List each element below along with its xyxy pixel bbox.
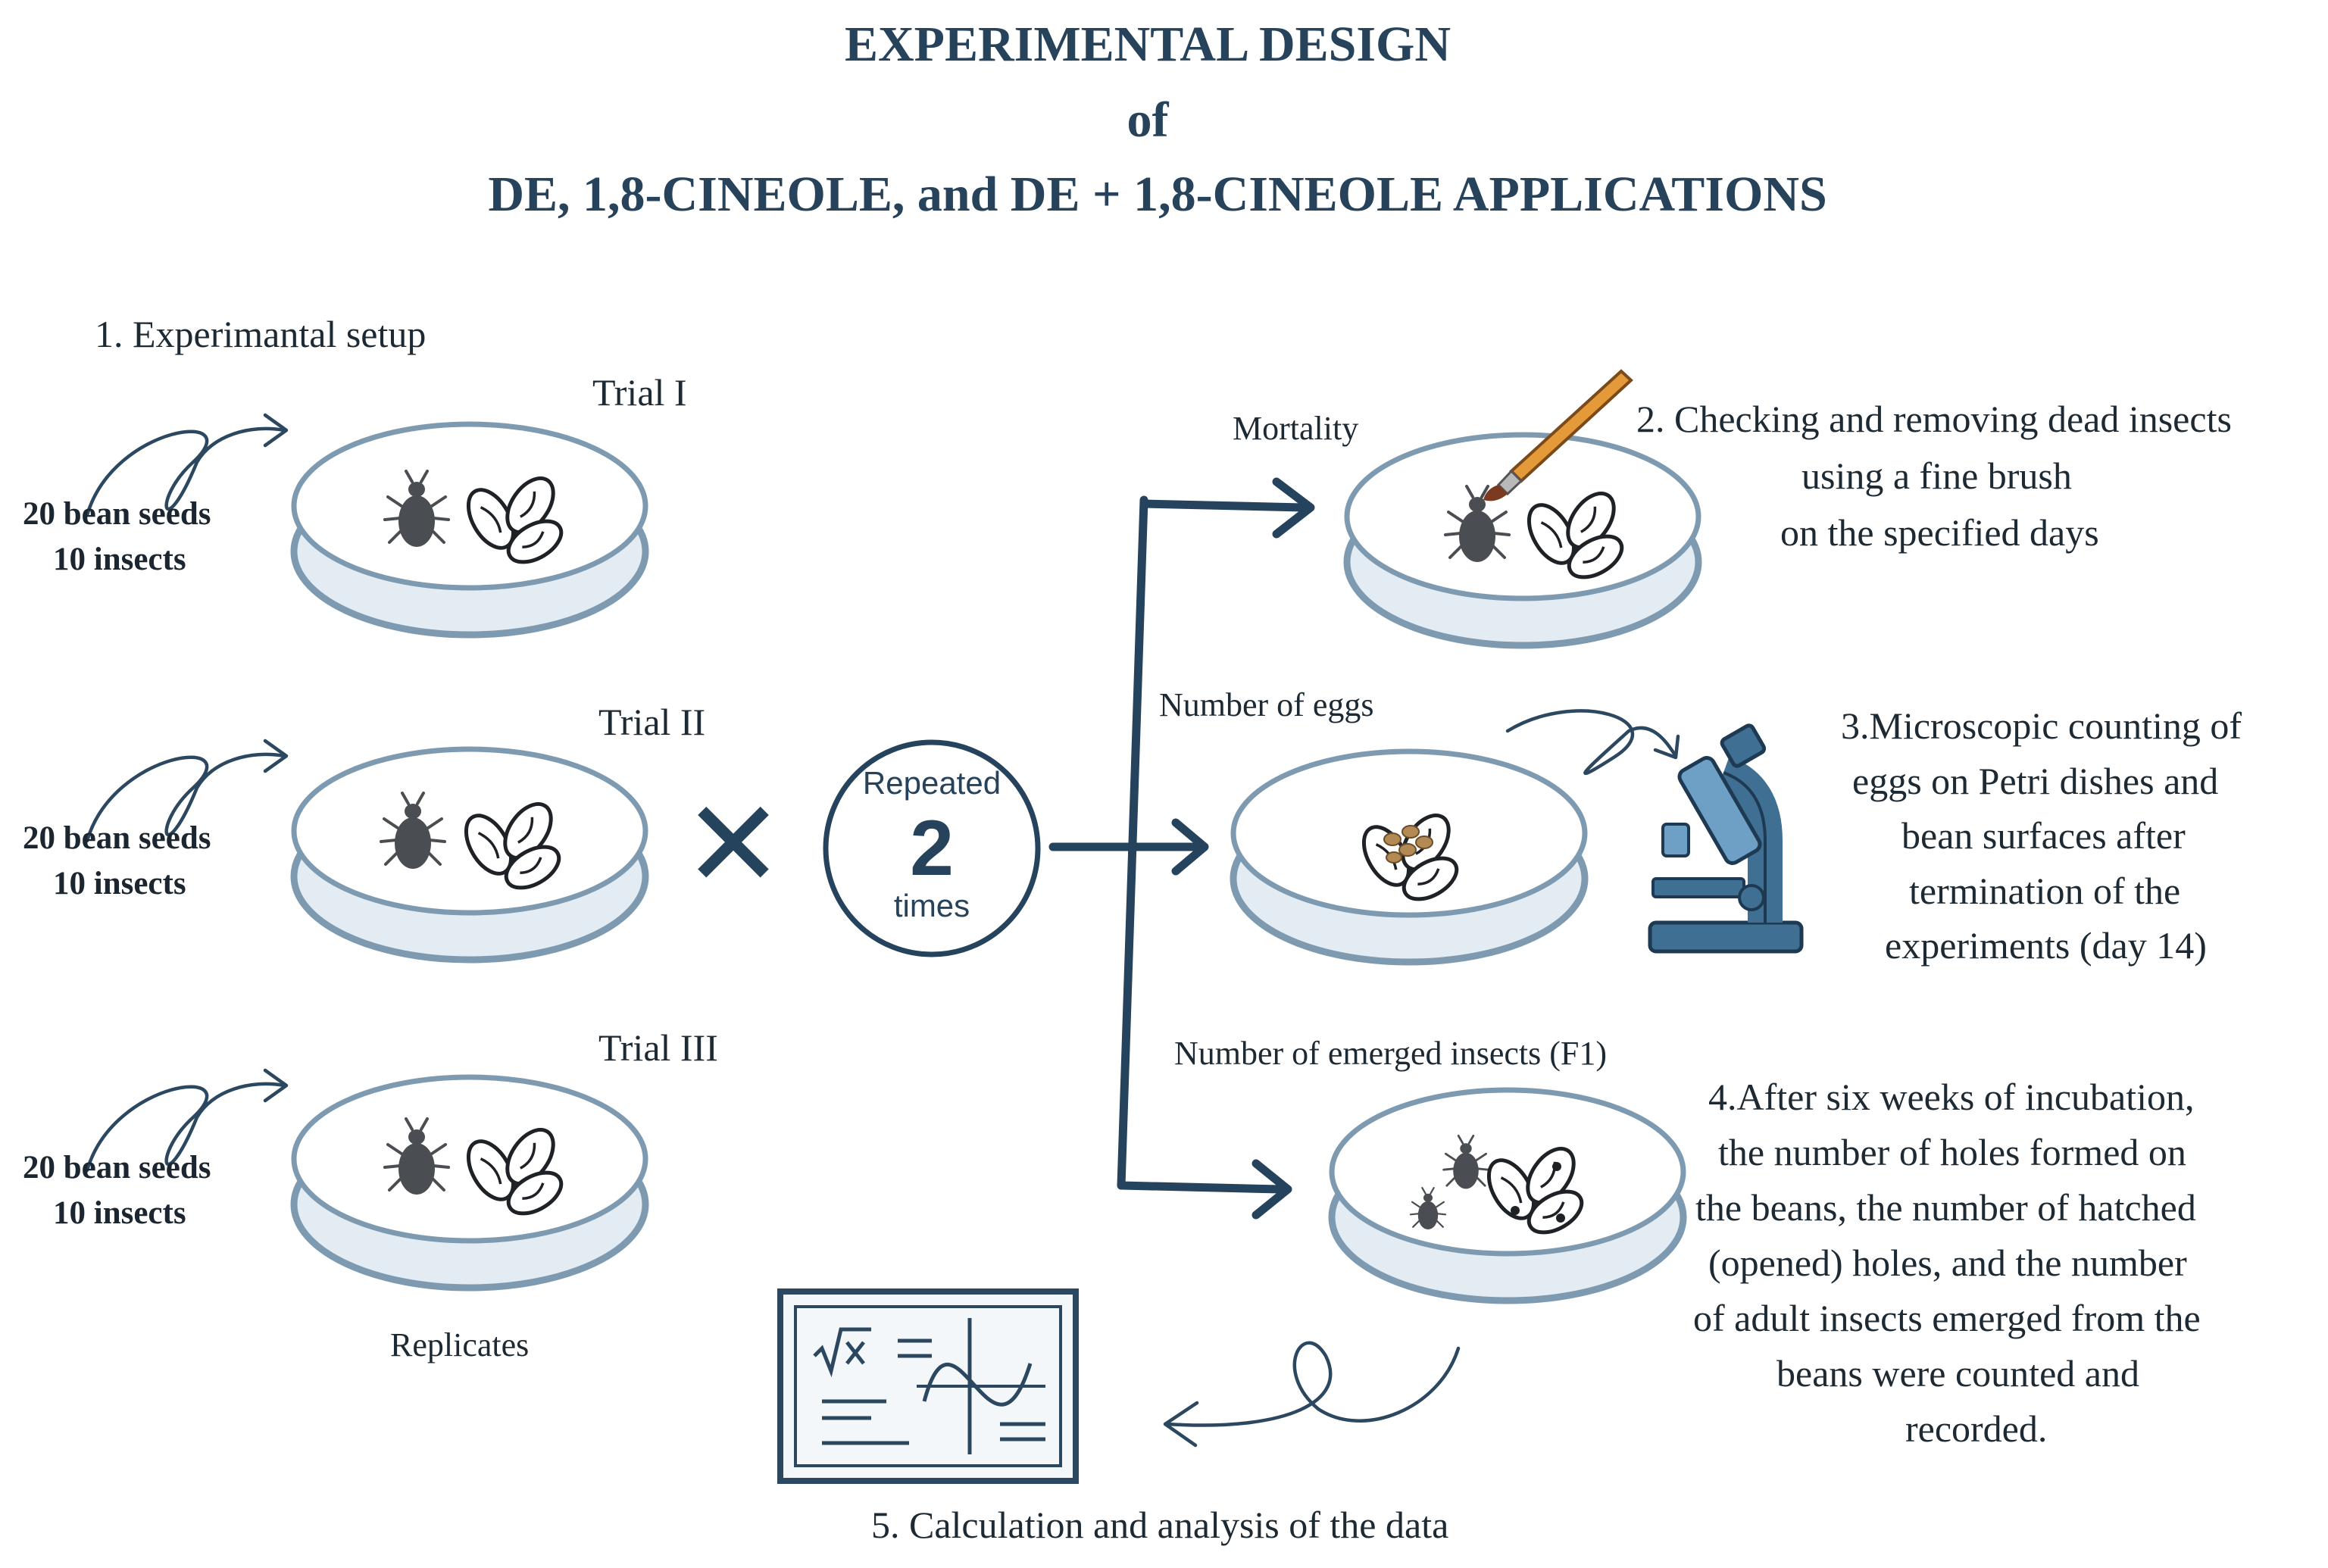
svg-text:the number of holes formed on: the number of holes formed on	[1718, 1131, 2186, 1173]
trial-3-label: Trial III	[598, 1026, 718, 1069]
trial-2-label: Trial II	[598, 701, 705, 743]
return-swirl-arrow	[1164, 1341, 1461, 1427]
trial-3-swirl-arrow	[85, 1082, 286, 1173]
step2-text: 2. Checking and removing dead insects us…	[1636, 398, 2232, 554]
trial-2: Trial II 20 bean seeds 10 insects	[23, 701, 705, 964]
svg-text:on the specified days: on the specified days	[1780, 511, 2099, 554]
svg-text:the beans, the number of hatch: the beans, the number of hatched	[1695, 1186, 2196, 1229]
flow-arrows	[1048, 477, 1315, 1220]
svg-text:eggs on Petri dishes and: eggs on Petri dishes and	[1852, 760, 2218, 802]
multiply-icon: ✕	[683, 773, 784, 915]
repeat-number: 2	[910, 804, 954, 892]
title-line-2: of	[1127, 92, 1170, 148]
trial-1: Trial I 20 bean seeds 10 insects	[23, 371, 687, 639]
trial-1-seeds: 20 bean seeds	[23, 496, 211, 532]
trial-1-swirl-arrow	[85, 426, 286, 517]
petri-dish-trial-1	[290, 421, 649, 639]
trial-2-seeds: 20 bean seeds	[23, 820, 211, 856]
repeat-top-text: Repeated	[863, 765, 1001, 801]
microscope-icon	[1648, 723, 1804, 954]
svg-text:4.After six weeks of incubatio: 4.After six weeks of incubation,	[1708, 1076, 2195, 1118]
math-board-icon	[777, 1288, 1079, 1484]
trial-3: Trial III 20 bean seeds 10 insects	[23, 1026, 718, 1292]
trial-3-insects: 10 insects	[53, 1195, 186, 1231]
trial-1-insects: 10 insects	[53, 542, 186, 577]
eggs-label: Number of eggs	[1159, 686, 1374, 723]
holes-icon	[1511, 1162, 1565, 1223]
trial-2-swirl-arrow	[85, 752, 286, 843]
svg-text:of adult insects emerged from: of adult insects emerged from the	[1693, 1297, 2201, 1339]
step3-text: 3.Microscopic counting of eggs on Petri …	[1841, 704, 2242, 967]
svg-text:recorded.: recorded.	[1905, 1407, 2047, 1450]
svg-text:termination of the: termination of the	[1909, 870, 2180, 912]
mortality-label: Mortality	[1233, 410, 1358, 447]
title-line-3: DE, 1,8-CINEOLE, and DE + 1,8-CINEOLE AP…	[488, 167, 1826, 222]
step1-label: 1. Experimantal setup	[95, 313, 426, 355]
repeat-bottom-text: times	[894, 888, 970, 923]
eggs-icon	[1383, 825, 1433, 864]
replicates-label: Replicates	[390, 1326, 529, 1363]
eggs-swirl-arrow	[1505, 709, 1676, 776]
svg-text:2. Checking and removing dead: 2. Checking and removing dead insects	[1636, 398, 2232, 440]
svg-text:using a fine brush: using a fine brush	[1801, 454, 2072, 497]
svg-text:(opened) holes, and the number: (opened) holes, and the number	[1708, 1242, 2187, 1284]
trial-3-seeds: 20 bean seeds	[23, 1150, 211, 1185]
paint-brush-icon	[1483, 369, 1633, 501]
repeat-circle: Repeated 2 times	[823, 739, 1041, 957]
step4-text: 4.After six weeks of incubation, the num…	[1693, 1076, 2201, 1450]
svg-text:3.Microscopic counting of: 3.Microscopic counting of	[1841, 704, 2242, 747]
petri-dish-trial-3	[290, 1074, 649, 1292]
svg-text:bean surfaces after: bean surfaces after	[1901, 814, 2186, 857]
trial-2-insects: 10 insects	[53, 866, 186, 901]
emerged-label: Number of emerged insects (F1)	[1174, 1035, 1607, 1072]
trial-1-label: Trial I	[592, 371, 687, 414]
svg-text:beans were counted and: beans were counted and	[1776, 1352, 2139, 1395]
svg-text:experiments (day 14): experiments (day 14)	[1885, 924, 2207, 967]
step5-label: 5. Calculation and analysis of the data	[871, 1504, 1448, 1546]
petri-dish-trial-2	[290, 746, 649, 964]
title-line-1: EXPERIMENTAL DESIGN	[845, 17, 1451, 72]
